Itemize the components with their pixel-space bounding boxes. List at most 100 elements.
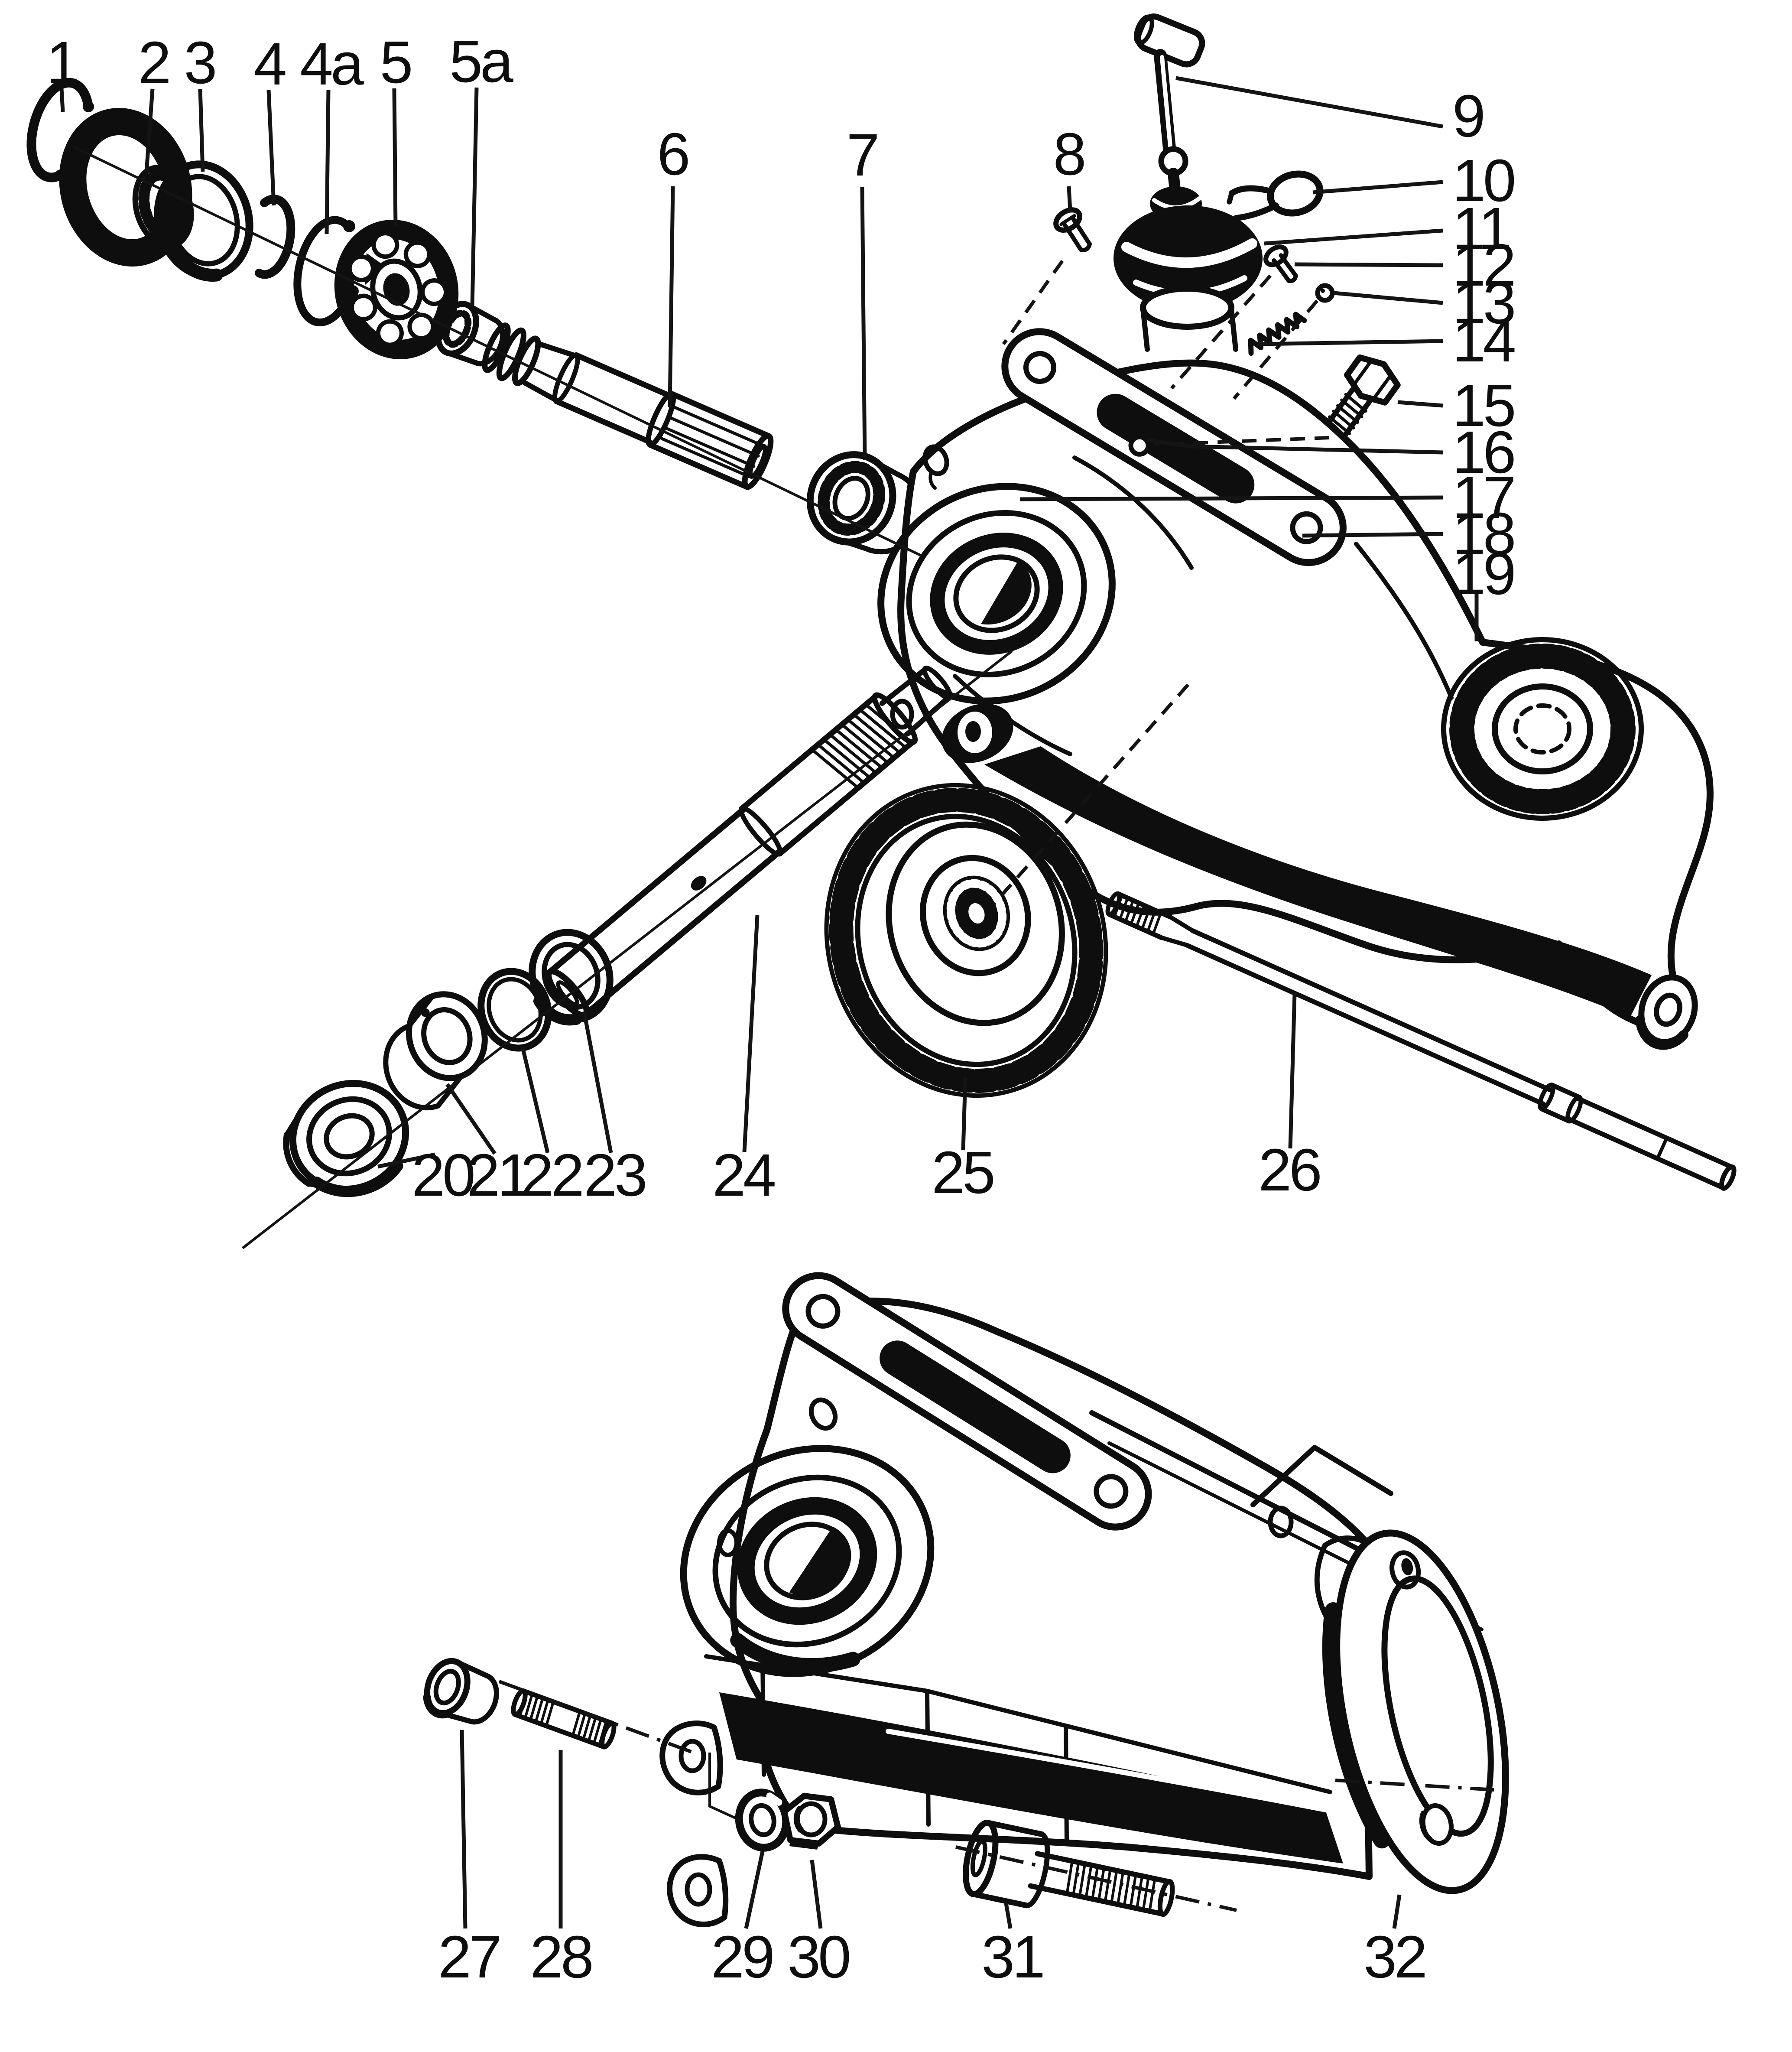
part-3-ring xyxy=(154,160,253,282)
part-number-26: 26 xyxy=(1258,1137,1320,1203)
housing-sector-gear xyxy=(1441,637,1644,821)
part-28-stud xyxy=(511,1688,617,1750)
callout-leader-29 xyxy=(744,1851,765,1929)
part-20-bearing-cap xyxy=(283,1080,409,1197)
part-number-13: 13 xyxy=(1452,270,1514,336)
callout-leader-20 xyxy=(377,1152,435,1169)
part-7-needle-bearing xyxy=(806,451,924,555)
part-number-21: 21 xyxy=(467,1142,528,1209)
part-19-gear-housing xyxy=(877,359,1714,1050)
callout-leader-23 xyxy=(582,1011,613,1153)
part-number-25: 25 xyxy=(932,1139,993,1206)
part-12-screw xyxy=(1263,244,1298,283)
callout-leader-11 xyxy=(1264,228,1443,246)
part-27-bushing xyxy=(423,1658,499,1725)
callout-leader-16 xyxy=(1147,438,1443,455)
part-number-10: 10 xyxy=(1452,147,1514,214)
part-number-12: 12 xyxy=(1452,232,1514,299)
part-number-11: 11 xyxy=(1452,195,1510,262)
assembly-guide-lines xyxy=(72,145,1494,1912)
callout-leader-15 xyxy=(1397,400,1443,408)
part-10-clip xyxy=(1227,170,1324,221)
part-5-ball-bearing xyxy=(334,220,459,359)
part-9-gear-lever xyxy=(1114,13,1263,352)
guide-line-7 xyxy=(498,1680,697,1755)
part-30-nut xyxy=(781,1793,841,1850)
part-number-27: 27 xyxy=(438,1924,500,1990)
part-13-detent-ball xyxy=(1315,283,1335,303)
callout-leader-21 xyxy=(445,1083,497,1155)
cover-tube-shadow xyxy=(719,1692,1343,1863)
callout-leader-27 xyxy=(460,1730,467,1929)
callout-leader-30 xyxy=(810,1860,823,1929)
part-number-28: 28 xyxy=(530,1924,591,1990)
callout-leader-6 xyxy=(668,186,675,408)
part-number-14: 14 xyxy=(1452,308,1515,374)
part-number-6: 6 xyxy=(657,121,688,188)
part-number-31: 31 xyxy=(981,1924,1043,1990)
guide-line-8 xyxy=(955,1845,1237,1912)
part-number-30: 30 xyxy=(787,1924,849,1990)
cover-ear-hole xyxy=(678,1739,706,1773)
housing-bearing-boss xyxy=(877,483,1116,705)
guide-line-3 xyxy=(1170,274,1272,390)
guide-line-4 xyxy=(1232,299,1319,400)
part-number-23: 23 xyxy=(584,1142,645,1209)
callout-leader-24 xyxy=(742,915,760,1152)
housing-lower-bore xyxy=(941,703,1013,763)
cover-slot-plate xyxy=(782,1272,1152,1531)
part-number-1: 1 xyxy=(46,29,77,96)
callout-leader-10 xyxy=(1312,180,1443,195)
cover-bearing-boss xyxy=(680,1445,935,1677)
part-25-helical-gear xyxy=(824,783,1108,1098)
housing-cover-view xyxy=(423,1272,1509,1928)
guide-line-1 xyxy=(242,650,1013,1249)
guide-line-10 xyxy=(708,1753,741,1821)
part-number-2: 2 xyxy=(138,29,169,96)
housing-ear-hole xyxy=(922,444,949,476)
callout-leader-2 xyxy=(144,88,155,173)
part-number-19: 19 xyxy=(1452,540,1514,607)
callout-leader-5 xyxy=(392,88,398,228)
part-4-clip xyxy=(255,195,295,279)
part-number-24: 24 xyxy=(712,1142,775,1209)
part-number-15: 15 xyxy=(1452,372,1514,439)
callout-leader-18 xyxy=(1302,532,1443,538)
part-6-input-shaft xyxy=(482,322,774,490)
part-18-cover-plate xyxy=(1001,328,1347,566)
callout-leader-1 xyxy=(59,88,65,112)
part-number-22: 22 xyxy=(520,1142,582,1209)
part-number-4a: 4a xyxy=(300,31,364,98)
cover-ear-hole xyxy=(685,1872,712,1907)
callout-leader-32 xyxy=(1392,1894,1402,1929)
part-number-20: 20 xyxy=(412,1142,474,1209)
callout-leader-26 xyxy=(1288,993,1297,1149)
part-8-screw xyxy=(1053,207,1092,252)
part-number-17: 17 xyxy=(1452,464,1514,531)
part-number-29: 29 xyxy=(711,1924,773,1990)
part-number-18: 18 xyxy=(1452,501,1514,567)
part-16-screw-hole xyxy=(1128,434,1151,457)
housing-ear-hole xyxy=(890,699,914,730)
part-number-9: 9 xyxy=(1452,83,1483,150)
part-number-7: 7 xyxy=(847,122,877,189)
callout-leader-22 xyxy=(520,1046,550,1154)
housing-arm-shadow xyxy=(984,746,1652,1018)
part-number-3: 3 xyxy=(184,29,215,96)
part-number-5: 5 xyxy=(380,29,411,96)
callout-leader-17 xyxy=(1019,495,1443,501)
callout-leader-3 xyxy=(198,88,205,172)
guide-line-9 xyxy=(1335,1779,1494,1792)
part-number-32: 32 xyxy=(1363,1924,1425,1990)
part-number-5a: 5a xyxy=(449,28,513,95)
guide-line-5 xyxy=(992,683,1189,906)
housing-clevis-end xyxy=(1635,974,1698,1050)
callout-leader-7 xyxy=(860,187,867,461)
guide-line-2 xyxy=(1002,260,1064,345)
part-number-16: 16 xyxy=(1452,419,1514,486)
lever-tower-rim xyxy=(1140,286,1234,330)
part-32-housing-cover xyxy=(659,1272,1509,1928)
